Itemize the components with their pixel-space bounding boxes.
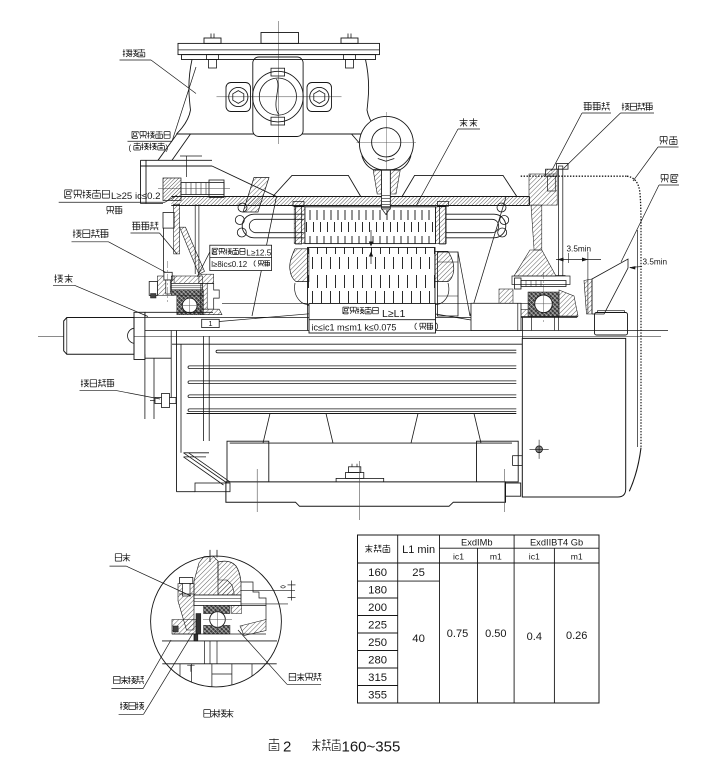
svg-text:0.26: 0.26 — [566, 630, 587, 642]
svg-text:3.5min: 3.5min — [567, 245, 592, 254]
svg-text:L≥25 ic≤0.2: L≥25 ic≤0.2 — [111, 191, 160, 202]
svg-text:L1 min: L1 min — [402, 544, 435, 556]
svg-text:160: 160 — [368, 567, 387, 579]
svg-text:L≥12.5: L≥12.5 — [246, 248, 271, 257]
svg-text:ExdIMb: ExdIMb — [461, 537, 493, 547]
svg-text:315: 315 — [368, 672, 387, 684]
svg-text:0.4: 0.4 — [527, 631, 542, 643]
svg-text:1: 1 — [208, 319, 212, 328]
svg-text:2: 2 — [283, 739, 291, 756]
svg-text:): ) — [166, 144, 169, 153]
svg-text:355: 355 — [368, 689, 387, 701]
svg-text:ic1: ic1 — [453, 551, 464, 561]
svg-text:l≥8ic≤0.12: l≥8ic≤0.12 — [211, 260, 247, 269]
svg-text:ic1: ic1 — [529, 551, 540, 561]
svg-text:L≥L1: L≥L1 — [382, 308, 405, 320]
svg-text:200: 200 — [368, 602, 387, 614]
svg-text:250: 250 — [368, 637, 387, 649]
svg-text:25: 25 — [412, 567, 425, 579]
svg-text:ExdIIBT4 Gb: ExdIIBT4 Gb — [530, 537, 583, 547]
svg-text:0.50: 0.50 — [485, 628, 506, 640]
svg-text:280: 280 — [368, 654, 387, 666]
svg-text:40: 40 — [412, 633, 425, 645]
svg-text:225: 225 — [368, 619, 387, 631]
svg-text:3.5min: 3.5min — [643, 258, 668, 267]
svg-text:ic≤ic1 m≤m1 k≤0.075: ic≤ic1 m≤m1 k≤0.075 — [312, 323, 397, 333]
svg-text:0.75: 0.75 — [447, 628, 468, 640]
svg-text:m1: m1 — [571, 551, 583, 561]
svg-text:m1: m1 — [490, 551, 502, 561]
svg-text:160~355: 160~355 — [342, 739, 401, 756]
svg-text:(: ( — [129, 144, 132, 153]
svg-text:180: 180 — [368, 584, 387, 596]
